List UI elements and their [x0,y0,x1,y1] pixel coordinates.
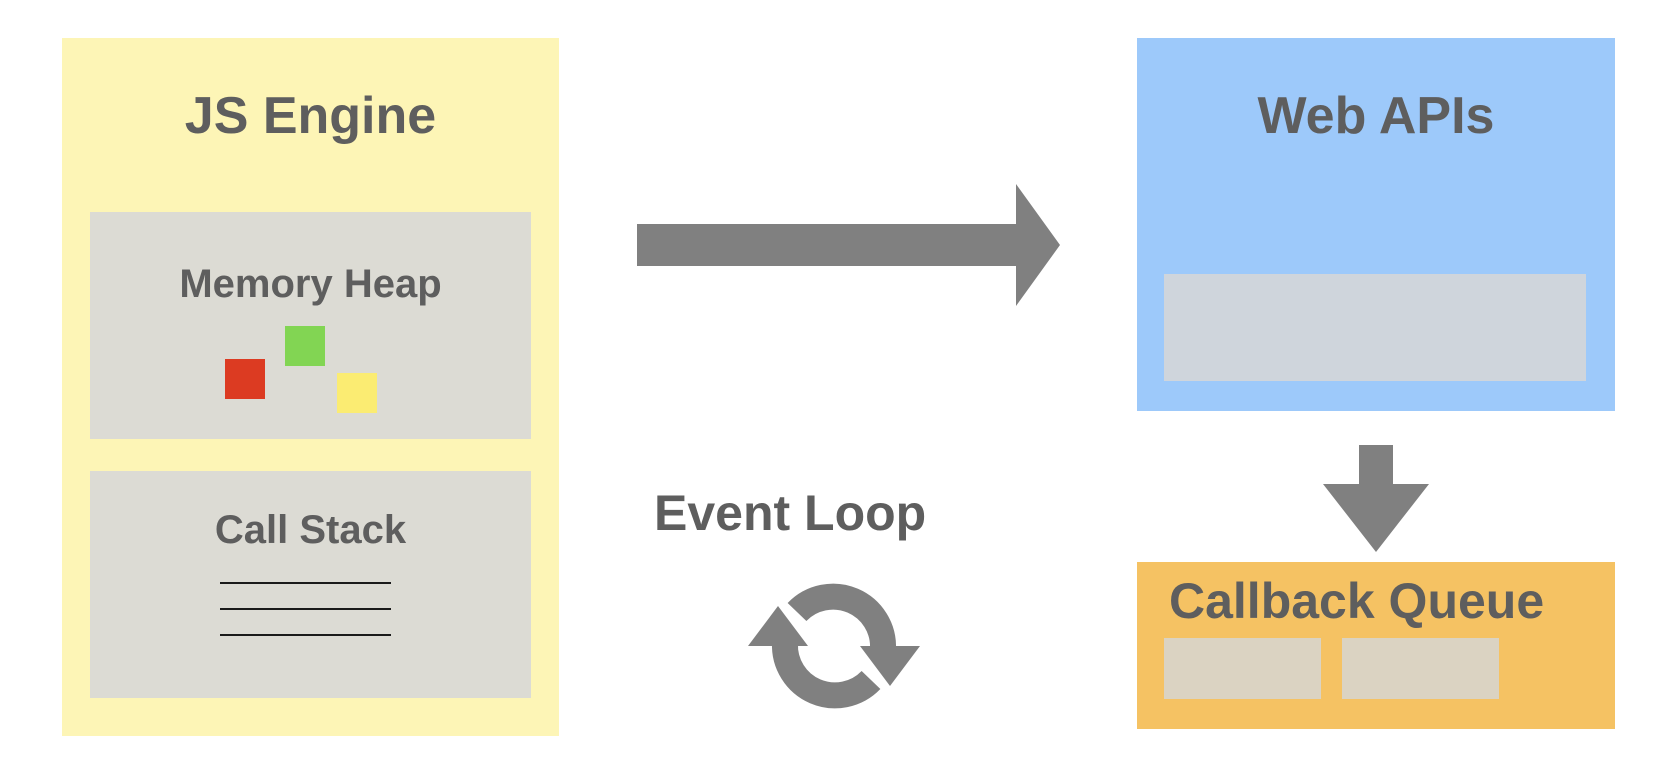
callback-queue-slot [1342,638,1499,699]
call-stack-line [220,582,391,584]
callback-queue-title: Callback Queue [1169,573,1545,629]
js-engine-title: JS Engine [184,87,437,145]
event-loop-label: Event Loop [654,485,927,541]
callback-queue-slot [1164,638,1321,699]
heap-block-yellow [337,373,377,413]
call-stack-title: Call Stack [214,508,407,552]
call-stack-panel: Call Stack [90,471,531,698]
call-stack-line [220,608,391,610]
call-stack-line [220,634,391,636]
web-apis-title: Web APIs [1257,87,1495,145]
memory-heap-panel: Memory Heap [90,212,531,439]
loop-arrowhead-left [748,606,808,646]
right-arrow-shape [637,184,1060,306]
callback-queue-panel: Callback Queue [1137,562,1615,729]
heap-block-red [225,359,265,399]
memory-heap-title: Memory Heap [179,262,442,306]
web-apis-slot [1164,274,1586,381]
web-apis-panel: Web APIs [1137,38,1615,411]
down-arrow-shape [1323,445,1429,552]
loop-arc-bottom [771,642,881,709]
loop-arrowhead-right [860,646,920,686]
loop-arc-top [787,583,897,650]
heap-block-green [285,326,325,366]
